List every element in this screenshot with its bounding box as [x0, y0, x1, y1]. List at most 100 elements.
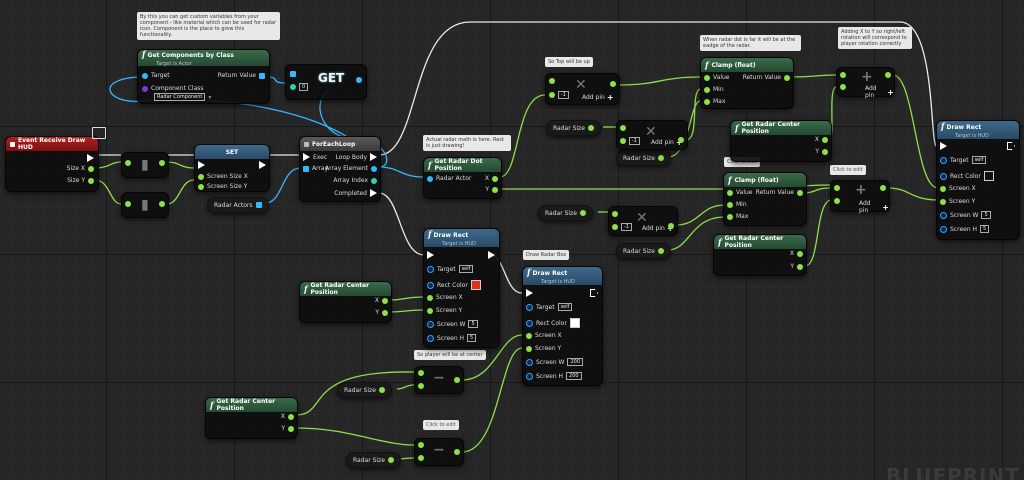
screen-size-y-pin[interactable]: Screen Size Y — [198, 183, 247, 190]
add-pin-button[interactable]: Add pin+ — [865, 85, 894, 99]
index-pin[interactable]: 0 — [290, 83, 309, 91]
input-pin[interactable] — [612, 211, 618, 217]
exec-in-pin[interactable] — [427, 251, 434, 259]
radar-size-variable[interactable]: Radar Size — [546, 120, 601, 136]
array-element-pin[interactable]: Array Element — [325, 165, 377, 172]
exec-out-pin[interactable] — [590, 289, 598, 297]
value-pin[interactable]: Value — [704, 74, 729, 81]
screen-x-pin[interactable]: Screen X — [940, 185, 976, 192]
comment-click-edit[interactable]: Click to edit — [423, 420, 459, 430]
color-swatch[interactable] — [569, 318, 580, 328]
screen-w-value[interactable]: 5 — [468, 320, 478, 328]
screen-h-value[interactable]: 5 — [980, 225, 990, 233]
exec-in-pin[interactable]: Exec — [303, 153, 327, 161]
output-pin[interactable] — [454, 377, 460, 383]
x-out-pin[interactable]: X — [815, 136, 828, 143]
array-in-pin[interactable]: Array — [303, 165, 328, 172]
max-pin[interactable]: Max — [704, 98, 725, 105]
comment-top[interactable]: So Top will be up — [545, 57, 593, 67]
radar-size-variable[interactable]: Radar Size — [616, 243, 671, 259]
input-pin[interactable] — [620, 125, 626, 131]
screen-y-pin[interactable]: Screen Y — [427, 307, 462, 314]
min-pin[interactable]: Min — [727, 201, 747, 208]
array-in-pin[interactable] — [290, 71, 296, 77]
screen-h-value[interactable]: 200 — [566, 372, 582, 380]
output-pin[interactable] — [668, 223, 674, 229]
subtract-node[interactable]: − — [414, 366, 464, 394]
screen-x-pin[interactable]: Screen X — [427, 294, 463, 301]
y-out-pin[interactable]: Y — [790, 263, 803, 270]
rect-color-pin[interactable]: Rect Color — [940, 171, 994, 181]
input-pin[interactable] — [418, 383, 424, 389]
color-swatch[interactable] — [470, 280, 481, 290]
y-out-pin[interactable]: Y — [281, 425, 294, 432]
add-node[interactable]: + Add pin+ — [836, 67, 895, 99]
exec-in-pin[interactable] — [526, 289, 533, 297]
y-out-pin[interactable]: Y — [815, 148, 828, 155]
radar-size-variable[interactable]: Radar Size — [337, 382, 392, 398]
input-pin[interactable] — [834, 198, 840, 204]
size-y-pin[interactable]: Size Y — [67, 177, 94, 184]
size-x-pin[interactable]: Size X — [67, 165, 94, 172]
return-value-pin[interactable]: Return Value — [218, 72, 265, 79]
input-pin[interactable]: -1 — [612, 223, 632, 231]
screen-w-value[interactable]: 200 — [567, 358, 584, 366]
input-pin[interactable] — [834, 185, 840, 191]
output-pin[interactable] — [885, 72, 891, 78]
get-components-by-class-node[interactable]: f Get Components by Class Target is Acto… — [137, 49, 270, 104]
return-value-pin[interactable]: Return Value — [756, 189, 803, 196]
multiplier-value[interactable]: -1 — [629, 137, 640, 145]
input-pin[interactable] — [418, 370, 424, 376]
add-pin-button[interactable]: Add pin+ — [582, 93, 614, 102]
screen-y-pin[interactable]: Screen Y — [940, 198, 975, 205]
reroute-node-x[interactable]: ▮ — [121, 152, 169, 178]
comment-get-components[interactable]: By this you can get custom variables fro… — [137, 12, 280, 40]
array-index-pin[interactable]: Array Index — [333, 177, 377, 184]
y-out-pin[interactable]: Y — [375, 309, 388, 316]
radar-size-variable[interactable]: Radar Size — [616, 150, 671, 166]
comment-click-edit[interactable]: Click to edit — [830, 165, 866, 175]
exec-out-pin[interactable] — [87, 154, 94, 162]
radar-actor-pin[interactable]: Radar Actor — [427, 175, 471, 182]
reroute-node-y[interactable]: ▮ — [121, 192, 169, 218]
set-node[interactable]: SET Screen Size X Screen Size Y — [194, 144, 270, 192]
loop-body-pin[interactable]: Loop Body — [336, 153, 377, 161]
x-out-pin[interactable]: X — [790, 250, 803, 257]
comment-actual-math[interactable]: Actual radar math is here. Rest is just … — [423, 135, 511, 151]
radar-size-variable[interactable]: Radar Size — [538, 205, 593, 221]
subtract-node[interactable]: − — [414, 438, 464, 466]
output-pin[interactable] — [880, 185, 886, 191]
component-class-pin[interactable]: Component Class — [142, 85, 204, 92]
comment-draw-radar-box[interactable]: Draw Radar Box — [523, 250, 570, 260]
input-pin[interactable] — [549, 78, 555, 84]
multiplier-value[interactable]: -1 — [558, 91, 569, 99]
array-get-node[interactable]: GET 0 — [285, 64, 367, 100]
comment-click-edit[interactable]: Click to edit — [724, 157, 760, 167]
screen-x-pin[interactable]: Screen X — [526, 332, 562, 339]
input-pin[interactable] — [418, 442, 424, 448]
return-value-pin[interactable]: Return Value — [743, 74, 790, 81]
comment-clamp-edge[interactable]: When radar dot is far it will be at the … — [700, 35, 801, 51]
output-pin[interactable] — [454, 449, 460, 455]
input-pin[interactable] — [418, 455, 424, 461]
multiply-node[interactable]: -1 ✕ Add pin+ — [608, 206, 678, 236]
x-out-pin[interactable]: X — [375, 297, 388, 304]
add-node[interactable]: + Add pin+ — [830, 180, 890, 214]
radar-size-variable[interactable]: Radar Size — [346, 452, 401, 468]
add-pin-button[interactable]: Add pin+ — [859, 200, 889, 214]
rect-color-pin[interactable]: Rect Color — [526, 318, 580, 328]
screen-w-value[interactable]: 5 — [981, 211, 991, 219]
input-pin[interactable] — [840, 84, 846, 90]
multiply-node[interactable]: -1 ✕ Add pin+ — [616, 120, 688, 150]
